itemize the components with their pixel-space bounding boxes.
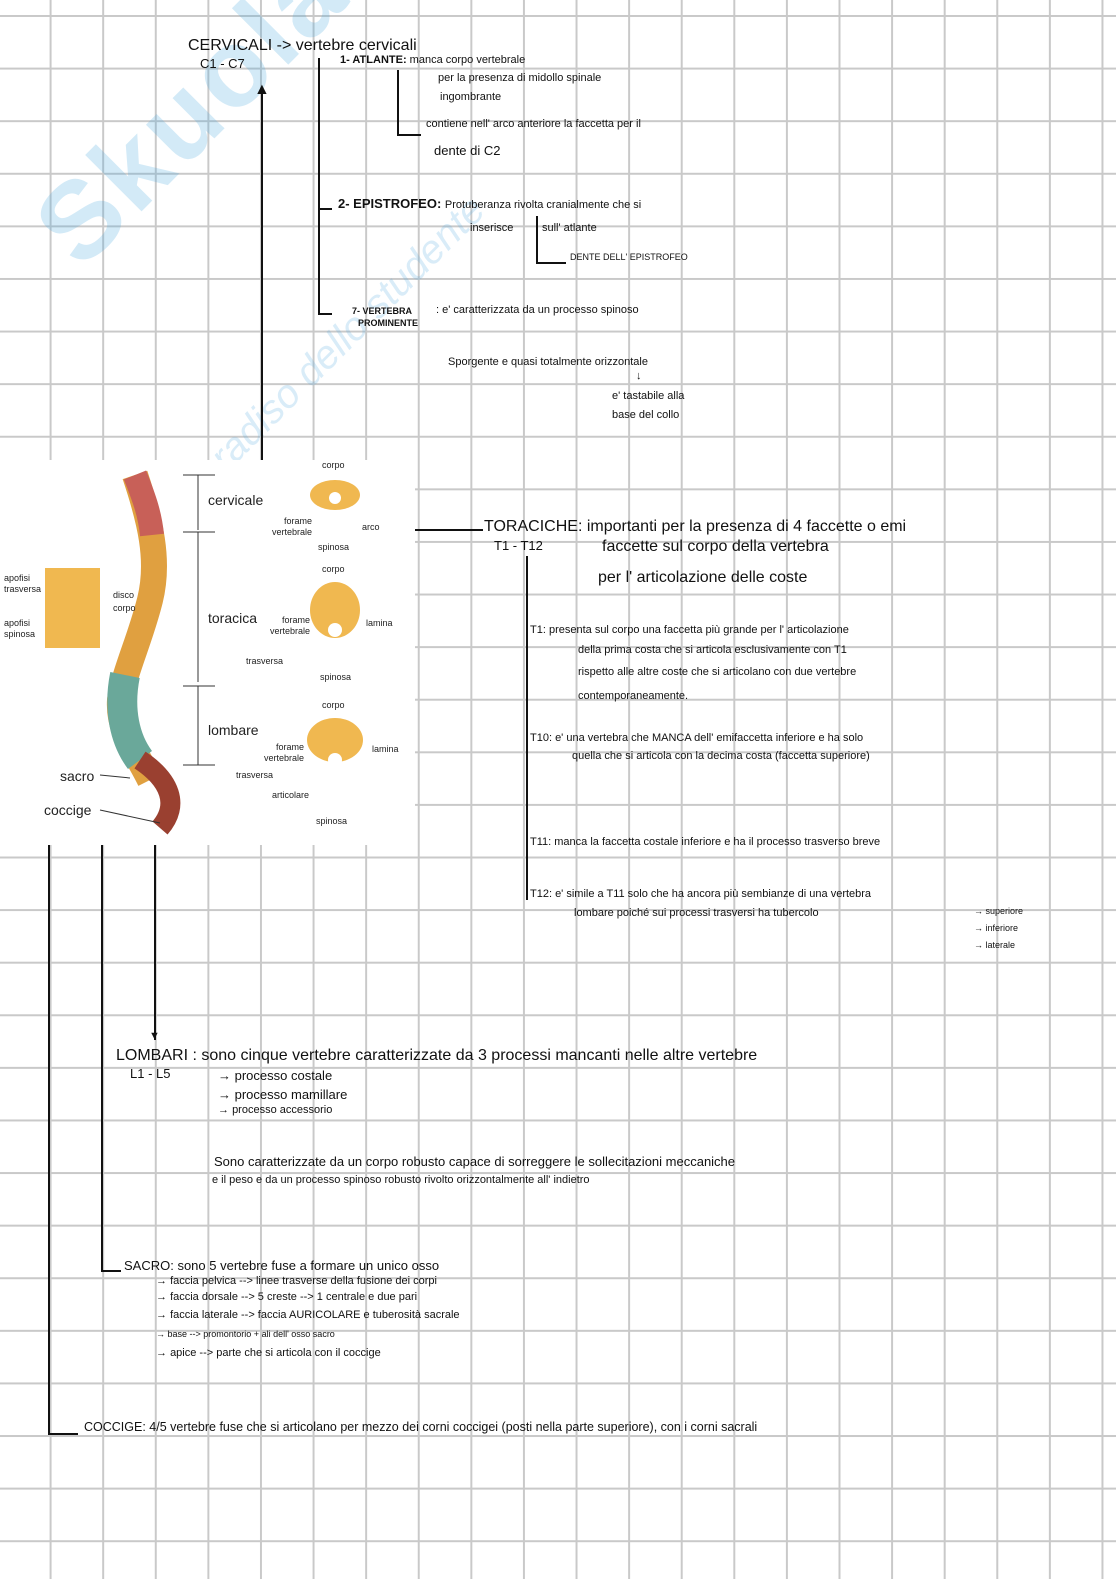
epistrofeo-branch xyxy=(536,262,566,264)
arrow-down-icon: ▼ xyxy=(149,1030,160,1042)
coccige-line xyxy=(48,845,50,1435)
region-label: cervicale xyxy=(208,492,264,508)
lombari-desc: e il peso e da un processo spinoso robus… xyxy=(212,1174,590,1186)
atlante-branch xyxy=(397,134,421,136)
processo-item: processo mamillare xyxy=(234,1087,348,1102)
epistrofeo-sub: DENTE DELL' EPISTROFEO xyxy=(570,252,688,262)
spine-drawing xyxy=(45,470,363,835)
lombari-arrow xyxy=(154,845,156,1040)
lombari-desc: Sono caratterizzate da un corpo robusto … xyxy=(214,1154,736,1169)
branch-tick xyxy=(318,313,332,315)
arrow-head-icon: ▲ xyxy=(254,81,270,98)
arrow-toraciche xyxy=(415,529,483,531)
toraciche-title: faccette sul corpo della vertebra xyxy=(602,538,829,555)
atlante-label: 1- ATLANTE: xyxy=(340,54,407,66)
processo-item: processo costale xyxy=(234,1068,333,1083)
spine-column xyxy=(106,470,181,835)
t12-text: lombare poiché sui processi trasversi ha… xyxy=(574,907,819,919)
toraciche-title: per l' articolazione delle coste xyxy=(598,569,808,586)
toraciche-range: T1 - T12 xyxy=(494,538,543,553)
tubercolo-item: laterale xyxy=(985,940,1016,950)
atlante-branch xyxy=(397,70,399,136)
side-vertebrae xyxy=(45,568,100,648)
fig-label: corpo xyxy=(322,700,345,710)
region-label: lombare xyxy=(208,722,259,738)
fig-label: articolare xyxy=(272,790,310,800)
lombari-range: L1 - L5 xyxy=(130,1066,171,1081)
prominente-text: Sporgente e quasi totalmente orizzontale xyxy=(448,356,648,368)
t1-text: della prima costa che si articola esclus… xyxy=(578,644,847,656)
branch-line xyxy=(318,58,320,314)
epistrofeo-text: Protuberanza rivolta cranialmente che si xyxy=(444,199,642,211)
arrow-down-icon: ↓ xyxy=(636,370,642,382)
fig-label: apofisi trasversa xyxy=(4,573,42,594)
arrow-up-cervicali xyxy=(261,92,263,462)
sacro-item: faccia dorsale --> 5 creste --> 1 centra… xyxy=(170,1291,418,1303)
fig-label: apofisi spinosa xyxy=(4,618,36,639)
coccige-text: COCCIGE: 4/5 vertebre fuse che si artico… xyxy=(84,1420,758,1434)
sacro-title: SACRO: sono 5 vertebre fuse a formare un… xyxy=(124,1258,440,1273)
epistrofeo-label: 2- EPISTROFEO: xyxy=(338,196,442,211)
fig-label: arco xyxy=(362,522,380,532)
prominente-text: e' tastabile alla xyxy=(612,390,685,402)
epistrofeo-text: inserisce xyxy=(470,222,514,234)
toraciche-title: TORACICHE: importanti per la presenza di… xyxy=(484,518,907,535)
tubercolo-item: inferiore xyxy=(985,923,1019,933)
atlante-text: ingombrante xyxy=(440,91,502,103)
t1-text: contemporaneamente. xyxy=(578,690,689,702)
t12-text: T12: e' simile a T11 solo che ha ancora … xyxy=(530,888,872,900)
t1-text: T1: presenta sul corpo una faccetta più … xyxy=(530,624,849,636)
fig-label: forame vertebrale xyxy=(271,516,312,537)
prominente-label: PROMINENTE xyxy=(358,318,419,328)
fig-label: corpo xyxy=(322,564,345,574)
fig-label: forame vertebrale xyxy=(269,615,310,636)
region-label: sacro xyxy=(60,768,95,784)
prominente-text: base del collo xyxy=(612,409,680,421)
fig-label: forame vertebrale xyxy=(263,742,304,763)
sacro-item: faccia pelvica --> linee trasverse della… xyxy=(170,1275,437,1287)
tubercolo-item: superiore xyxy=(985,906,1024,916)
atlante-sub: dente di C2 xyxy=(434,143,501,158)
coccige-tick xyxy=(48,1433,78,1435)
lombari-title: LOMBARI : sono cinque vertebre caratteri… xyxy=(116,1047,758,1064)
t1-text: rispetto alle altre coste che si articol… xyxy=(578,666,857,678)
fig-label: trasversa xyxy=(236,770,274,780)
branch-line xyxy=(526,556,528,900)
t11-text: T11: manca la faccetta costale inferiore… xyxy=(530,836,881,848)
fig-label: trasversa xyxy=(246,656,284,666)
sacro-line xyxy=(101,845,103,1271)
t10-text: quella che si articola con la decima cos… xyxy=(572,750,870,762)
atlante-text: manca corpo vertebrale xyxy=(409,54,526,66)
processo-item: processo accessorio xyxy=(232,1104,333,1116)
region-label: coccige xyxy=(44,802,92,818)
fig-label: spinosa xyxy=(316,816,348,826)
fig-label: corpo xyxy=(113,603,136,613)
sacro-tick xyxy=(101,1270,121,1272)
prominente-text: : e' caratterizzata da un processo spino… xyxy=(436,304,639,316)
prominente-label: 7- VERTEBRA xyxy=(352,306,413,316)
fig-label: spinosa xyxy=(318,542,350,552)
fig-label: spinosa xyxy=(320,672,352,682)
spine-illustration: cervicale toracica lombare sacro coccige… xyxy=(0,460,415,845)
region-label: toracica xyxy=(208,610,258,626)
branch-tick xyxy=(318,208,332,210)
sacro-item: faccia laterale --> faccia AURICOLARE e … xyxy=(170,1309,460,1321)
sacro-item: apice --> parte che si articola con il c… xyxy=(170,1347,381,1359)
atlante-sub: contiene nell' arco anteriore la faccett… xyxy=(426,118,641,130)
fig-label: corpo xyxy=(322,460,345,470)
t10-text: T10: e' una vertebra che MANCA dell' emi… xyxy=(530,732,864,744)
fig-label: lamina xyxy=(372,744,399,754)
cervicali-title: CERVICALI -> vertebre cervicali xyxy=(188,37,417,54)
epistrofeo-branch xyxy=(536,216,538,264)
cervicali-range: C1 - C7 xyxy=(200,56,245,71)
fig-label: disco xyxy=(113,590,135,600)
fig-label: lamina xyxy=(366,618,393,628)
sacro-item: base --> promontorio + ali dell' osso sa… xyxy=(167,1329,335,1339)
atlante-text: per la presenza di midollo spinale xyxy=(438,72,602,84)
epistrofeo-text: sull' atlante xyxy=(542,222,597,234)
